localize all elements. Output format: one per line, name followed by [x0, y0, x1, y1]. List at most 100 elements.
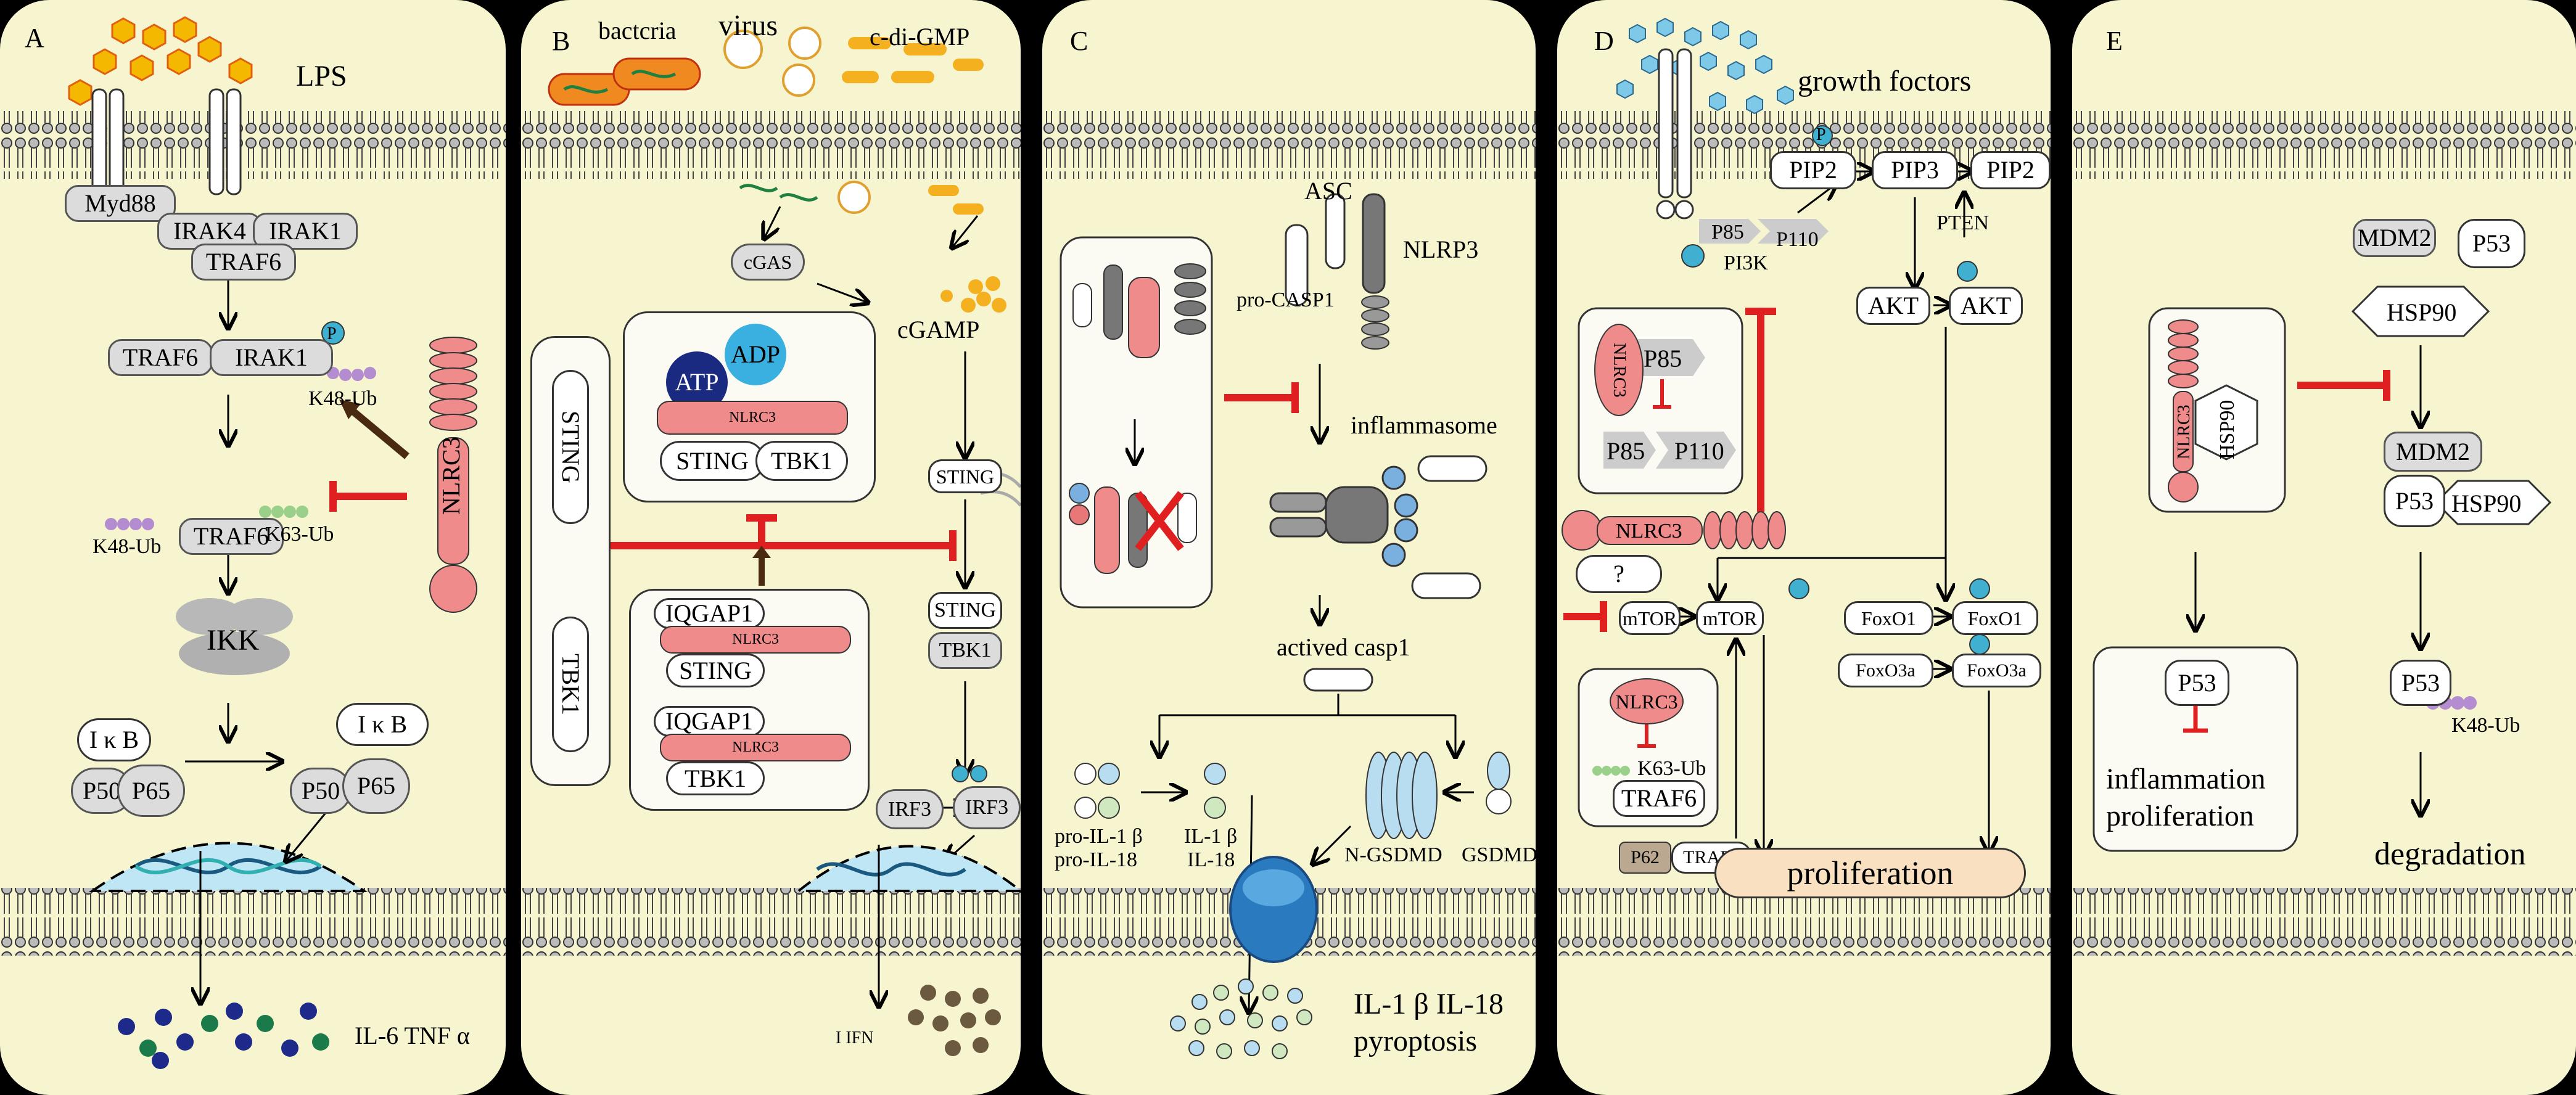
panel-d: D growth foctors PIP2 PIP3 PIP2 P P85 P1…	[1557, 0, 2051, 1095]
irak1-b: IRAK1	[210, 339, 333, 376]
irak1: IRAK1	[253, 213, 358, 250]
pip2-b: PIP2	[1970, 151, 2051, 189]
tbk1-d: TBK1	[928, 632, 1002, 669]
traf6-b: TRAF6	[108, 339, 213, 376]
p50-b: P50	[290, 768, 352, 814]
p85-label: P85	[1711, 221, 1744, 244]
hsp90-c-label: HSP90	[2451, 490, 2522, 517]
ikk-label: IKK	[207, 624, 260, 657]
k48ub-label: K48-Ub	[308, 387, 377, 410]
mdm2: MDM2	[2353, 219, 2436, 257]
tbk1-b: TBK1	[755, 441, 848, 481]
lps-hex	[197, 36, 222, 63]
myd88: Myd88	[65, 185, 176, 222]
lps-hex	[167, 48, 191, 75]
panel-b: B bactcria virus c-di-GMP cGAS cGAMP STI…	[521, 0, 1021, 1095]
mdm2-b: MDM2	[2384, 432, 2482, 472]
nlrc3-b: NLRC3	[657, 401, 848, 435]
asc-label: ASC	[1304, 177, 1352, 205]
virus-shapes	[723, 27, 821, 97]
gsdmd-label: GSDMD	[1462, 843, 1536, 866]
panel-c: C ASC NLRP3 pro-CASP1 inflammasome activ…	[1042, 0, 1536, 1095]
irf3: IRF3	[876, 789, 944, 829]
panel-a-graphics	[0, 16, 506, 1069]
proliferation-d: proliferation	[1714, 848, 2026, 898]
foxo3a-b: FoxO3a	[1952, 654, 2041, 687]
il18-label: IL-18	[1187, 848, 1235, 871]
pi3k-label: PI3K	[1724, 252, 1768, 274]
il1b-label: IL-1 β	[1184, 825, 1238, 848]
pip2: PIP2	[1770, 151, 1856, 189]
panel-d-label: D	[1594, 26, 1614, 56]
cdigmp-label: c-di-GMP	[870, 23, 970, 51]
adp: ADP	[725, 324, 786, 385]
ikb: I κ B	[77, 718, 151, 761]
activecasp1-label: actived casp1	[1277, 633, 1410, 661]
sting-iq: STING	[666, 654, 765, 687]
lps-hex	[142, 23, 167, 51]
lps-hex	[111, 17, 136, 44]
traf6-d: TRAF6	[1613, 780, 1705, 817]
lps-label: LPS	[296, 60, 347, 92]
panel-b-graphics	[521, 27, 1021, 1056]
ikb-b: I κ B	[336, 703, 429, 746]
pip3: PIP3	[1872, 151, 1958, 189]
panel-c-graphics	[1042, 111, 1536, 1059]
nlrc3-bubble-d: NLRC3	[1610, 678, 1684, 724]
p65-b: P65	[342, 758, 410, 814]
lps-hex	[173, 16, 197, 43]
ifn-label: I IFN	[836, 1028, 874, 1048]
p53-d: P53	[2390, 660, 2451, 706]
degradation-label: degradation	[2374, 837, 2526, 872]
k63ub-label: K63-Ub	[265, 523, 334, 546]
k48ub-label-b: K48-Ub	[93, 535, 162, 558]
nlrc3-column	[429, 337, 477, 613]
proil1b-label: pro-IL-1 β	[1055, 825, 1143, 848]
akt: AKT	[1856, 287, 1930, 325]
bacteria-shapes	[548, 57, 701, 106]
nlrp3-label: NLRP3	[1403, 236, 1479, 263]
pyroptosis-label: pyroptosis	[1354, 1025, 1478, 1057]
pten-label: PTEN	[1936, 211, 1989, 234]
k48ub-e: K48-Ub	[2451, 714, 2520, 737]
lps-hex	[228, 57, 253, 84]
p-badge: P	[327, 324, 337, 343]
p85-c: P85	[1607, 437, 1645, 465]
proil18-label: pro-IL-18	[1055, 848, 1138, 871]
inflammasome-label: inflammasome	[1351, 411, 1497, 439]
mtor: mTOR	[1619, 601, 1681, 635]
p53: P53	[2458, 219, 2525, 268]
p53-c: P53	[2165, 660, 2229, 706]
procasp1-label: pro-CASP1	[1237, 289, 1335, 311]
foxo1: FoxO1	[1844, 601, 1933, 635]
nlrc3-label: NLRC3	[437, 437, 465, 515]
p65: P65	[117, 765, 185, 817]
cgas: cGAS	[731, 244, 805, 281]
nlrc3-c: NLRC3	[660, 626, 851, 654]
cyto-label: IL-1 β IL-18	[1354, 988, 1504, 1020]
nlrc3-horizontal-label: NLRC3	[1616, 520, 1682, 543]
hsp90-label: HSP90	[2387, 298, 2457, 326]
iqgap1-b: IQGAP1	[654, 706, 765, 737]
tbk1-iq: TBK1	[666, 761, 765, 795]
panel-b-label: B	[552, 26, 570, 56]
cgamp-label: cGAMP	[897, 316, 980, 343]
foxo1-b: FoxO1	[1952, 601, 2038, 635]
inflammation-label: inflammation	[2106, 763, 2266, 795]
ngsdmd-label: N-GSDMD	[1344, 843, 1442, 866]
foxo3a: FoxO3a	[1838, 654, 1933, 687]
nlrc3-e-label: NLRC3	[2175, 404, 2194, 459]
sting-c: STING	[928, 459, 1002, 493]
traf6: TRAF6	[191, 244, 296, 281]
k63ub-d: K63-Ub	[1637, 757, 1706, 780]
mtor-b: mTOR	[1696, 601, 1764, 635]
virus-label: virus	[718, 9, 778, 42]
traf6-c: TRAF6	[179, 518, 284, 555]
p110-label: P110	[1776, 228, 1819, 251]
bacteria-label: bactcria	[598, 17, 677, 44]
cytokine-dots	[118, 1003, 329, 1069]
panel-e-graphics	[2072, 111, 2576, 956]
p85-in-box: P85	[1644, 345, 1682, 372]
lps-hex	[68, 79, 93, 106]
cytokines-label: IL-6 TNF α	[355, 1022, 470, 1049]
